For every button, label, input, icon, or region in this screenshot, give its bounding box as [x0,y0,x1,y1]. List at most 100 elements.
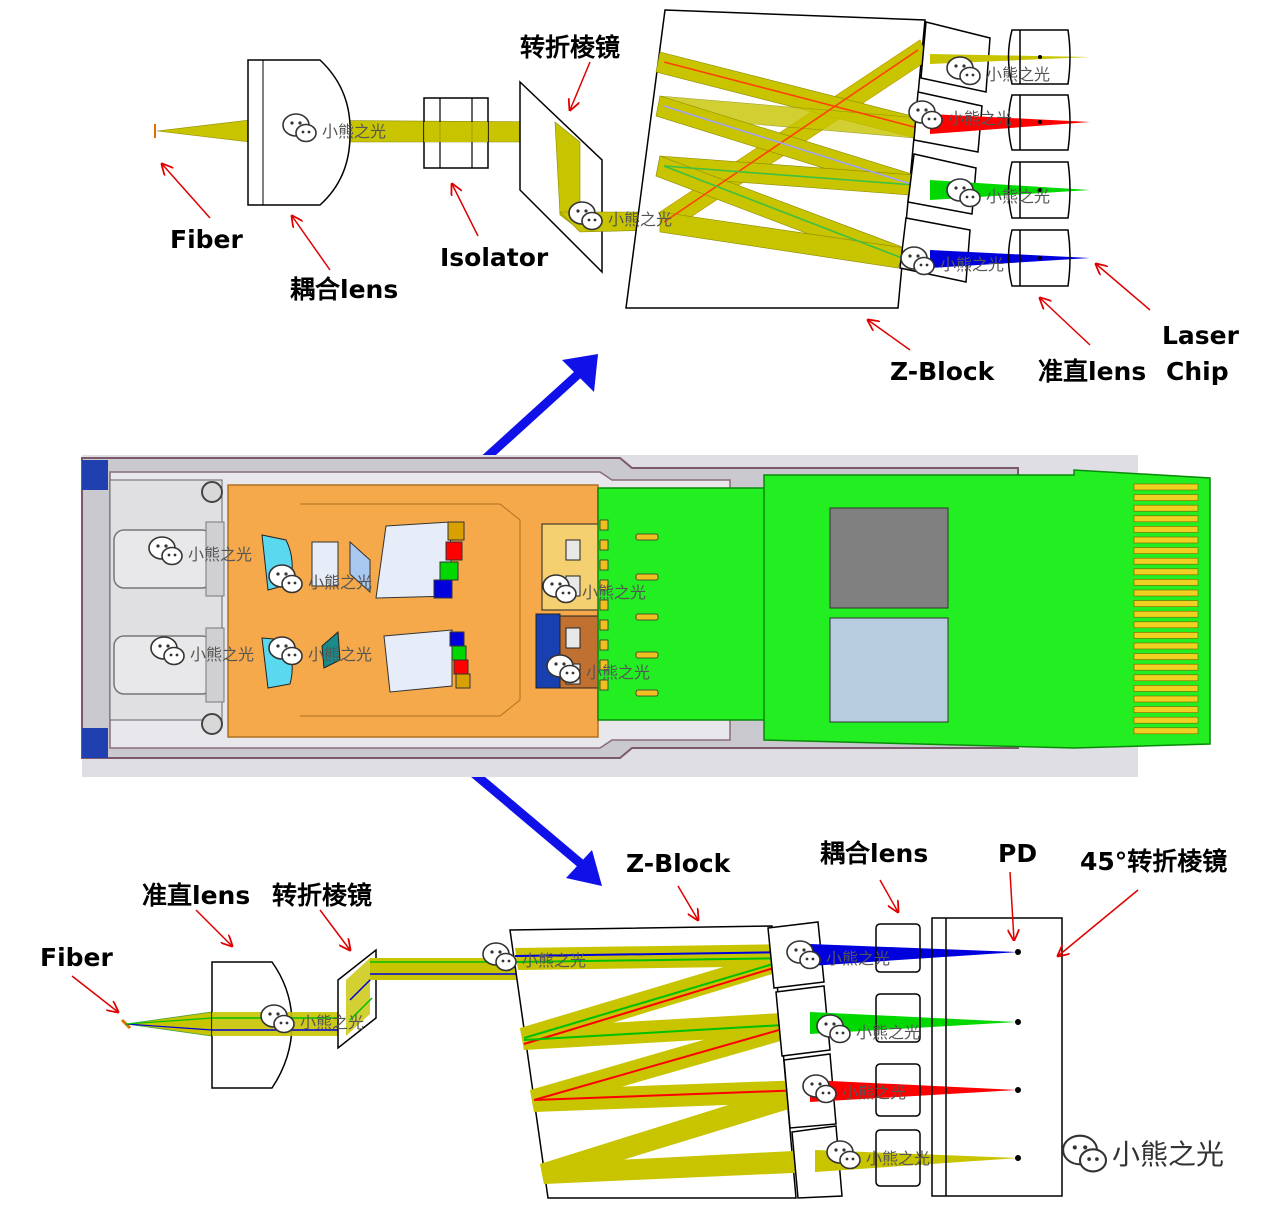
connector-finger [1133,579,1199,586]
connector-finger [1133,526,1199,533]
watermark-stamp: 小熊之光 [946,56,1050,86]
connector-finger [1133,600,1199,607]
connector-finger [1133,674,1199,682]
watermark-text: 小熊之光 [948,109,1012,128]
watermark-stamp: 小熊之光 [268,636,372,666]
connector-finger [1133,536,1199,544]
watermark-stamp: 小熊之光 [826,1140,930,1170]
watermark-stamp: 小熊之光 [148,536,252,566]
connector-finger [1133,632,1199,639]
watermark-logo-text: 小熊之光 [1112,1138,1224,1171]
chip-dark [829,507,949,609]
connector-finger [1133,642,1199,650]
label-isolator-top: Isolator [440,243,549,272]
label-coupling-lens-bottom: 耦合lens [820,839,928,868]
watermark-stamp: 小熊之光 [568,201,672,231]
label-collimating-lens-bottom: 准直lens [142,881,250,910]
arrow-down-to-rosa [566,850,602,886]
pd-channels-bottom [810,917,1063,1197]
connector-finger [1133,547,1199,554]
connector-finger [1133,589,1199,597]
label-coupling-lens-top: 耦合lens [290,275,398,304]
watermark-stamp: 小熊之光 [482,942,586,972]
label-collimating-lens-top: 准直lens [1038,357,1146,386]
label-prism-top: 转折棱镜 [520,33,620,62]
optical-module [81,455,1211,777]
watermark-stamp: 小熊之光 [900,246,1004,276]
beam-fiber-to-lens-top [156,119,251,143]
watermark-text: 小熊之光 [322,122,386,141]
watermark-text: 小熊之光 [866,1149,930,1168]
watermark-stamp: 小熊之光 [260,1004,364,1034]
pointer-arrows-top [162,61,1151,351]
connector-finger [1133,483,1199,491]
watermark-stamp: 小熊之光 [816,1014,920,1044]
label-laser-chip-line1: Laser [1162,321,1240,350]
label-fiber-bottom: Fiber [40,943,113,972]
beam-fiber-to-lens-bottom [125,1011,213,1037]
connector-finger [1133,706,1199,713]
rosa-diagram: Fiber 准直lens 转折棱镜 Z-Block 耦合lens PD 45°转… [40,839,1227,1199]
pd-array-block [931,917,1063,1197]
watermark-text: 小熊之光 [986,187,1050,206]
z-block-thin-lines-bottom [514,951,806,1101]
watermark-stamp: 小熊之光 [802,1074,906,1104]
watermark-stamp: 小熊之光 [542,574,646,604]
label-45-prism: 45°转折棱镜 [1080,847,1227,876]
label-prism-bottom: 转折棱镜 [272,881,372,910]
pointer-arrows-bottom [71,871,1139,1012]
connector-finger [1133,727,1199,735]
connector-finger [1133,515,1199,523]
watermark-text: 小熊之光 [190,645,254,664]
watermark-text: 小熊之光 [826,949,890,968]
clip-top [82,460,108,490]
connector-finger [1133,695,1199,703]
watermark-text: 小熊之光 [986,65,1050,84]
watermark-text: 小熊之光 [586,663,650,682]
watermark-logo: 小熊之光 [1062,1134,1224,1173]
connector-finger [1133,568,1199,576]
edge-connector-fingers [1133,483,1199,735]
label-laser-chip-line2: Chip [1166,357,1229,386]
connector-finger [1133,557,1199,565]
label-pd: PD [998,839,1037,868]
watermarks: 小熊之光小熊之光小熊之光小熊之光小熊之光小熊之光小熊之光小熊之光小熊之光小熊之光… [148,56,1050,1170]
connector-finger [1133,685,1199,692]
watermark-text: 小熊之光 [308,645,372,664]
watermark-stamp: 小熊之光 [786,940,890,970]
watermark-text: 小熊之光 [856,1023,920,1042]
connector-finger [1133,494,1199,501]
connector-finger [1133,653,1199,660]
watermark-text: 小熊之光 [300,1013,364,1032]
wechat-logo-icon [1062,1134,1108,1173]
clip-bottom [82,728,108,758]
pcb-pads [599,519,659,697]
z-block-thin-lines-top [663,49,919,259]
watermark-stamp: 小熊之光 [282,113,386,143]
connector-finger [1133,610,1199,618]
watermark-text: 小熊之光 [188,545,252,564]
watermark-stamp: 小熊之光 [150,636,254,666]
chip-light [829,617,949,723]
label-z-block-top: Z-Block [890,357,996,386]
watermark-text: 小熊之光 [308,573,372,592]
watermark-text: 小熊之光 [608,210,672,229]
connector-finger [1133,621,1199,629]
connector-finger [1133,663,1199,671]
watermark-text: 小熊之光 [842,1083,906,1102]
connector-finger [1133,504,1199,512]
watermark-text: 小熊之光 [940,255,1004,274]
watermark-stamp: 小熊之光 [268,564,372,594]
watermark-stamp: 小熊之光 [946,178,1050,208]
watermark-text: 小熊之光 [582,583,646,602]
tosa-diagram: 转折棱镜 Fiber 耦合lens Isolator Z-Block 准直len… [154,9,1240,386]
pcb-left [597,487,769,721]
watermark-text: 小熊之光 [522,951,586,970]
connector-finger [1133,716,1199,724]
optical-bench [227,484,599,738]
watermark-stamp: 小熊之光 [908,100,1012,130]
optical-receptacles [109,479,225,735]
label-z-block-bottom: Z-Block [626,849,732,878]
watermark-stamp: 小熊之光 [546,654,650,684]
